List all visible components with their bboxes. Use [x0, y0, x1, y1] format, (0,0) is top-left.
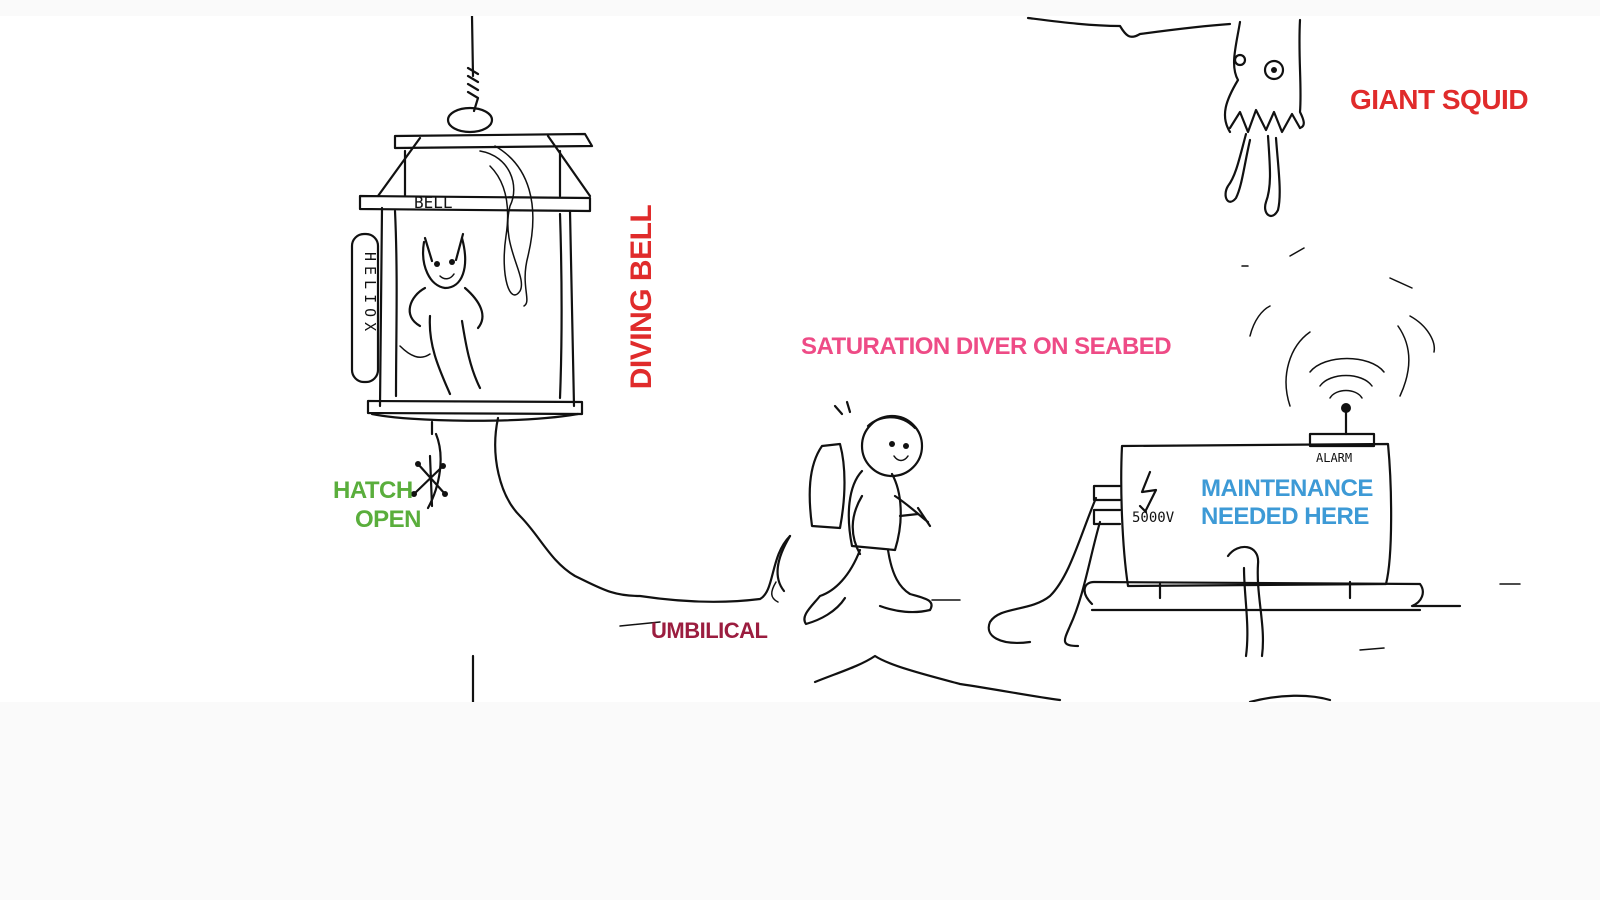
maintenance-unit-drawing: ALARM 5000V — [987, 247, 1462, 658]
maintenance-label-line2: NEEDED HERE — [1201, 503, 1369, 530]
saturation-diver-label: SATURATION DIVER ON SEABED — [801, 333, 1172, 360]
heliox-cylinder — [350, 232, 380, 384]
diving-bell-drawing: BELL HELIOX — [350, 106, 594, 510]
illustration-sheet: BELL HELIOX — [0, 16, 1600, 702]
saturation-diver-drawing — [771, 400, 933, 626]
giant-squid-drawing — [1026, 16, 1305, 217]
seabed-floor — [471, 583, 1521, 702]
hatch-drawing — [411, 420, 448, 510]
hatch-label-line2: OPEN — [355, 506, 422, 533]
umbilical-cable — [494, 416, 792, 603]
heliox-inscription: HELIOX — [361, 252, 379, 336]
bell-cable — [466, 16, 480, 113]
cat-in-bell — [399, 232, 484, 396]
diving-bell-label: DIVING BELL — [625, 204, 658, 390]
voltage-inscription: 5000V — [1132, 510, 1175, 526]
alarm-inscription: ALARM — [1316, 451, 1352, 465]
hatch-label-line1: HATCH — [333, 477, 413, 504]
diving-bell-label-wrap: DIVING BELL — [622, 202, 662, 392]
air-tank — [808, 442, 846, 530]
maintenance-label-line1: MAINTENANCE — [1201, 475, 1373, 502]
umbilical-label: UMBILICAL — [651, 618, 768, 643]
seabed-illustration: BELL HELIOX — [350, 16, 1521, 702]
giant-squid-label: GIANT SQUID — [1350, 84, 1529, 115]
bell-inscription: BELL — [414, 193, 453, 212]
